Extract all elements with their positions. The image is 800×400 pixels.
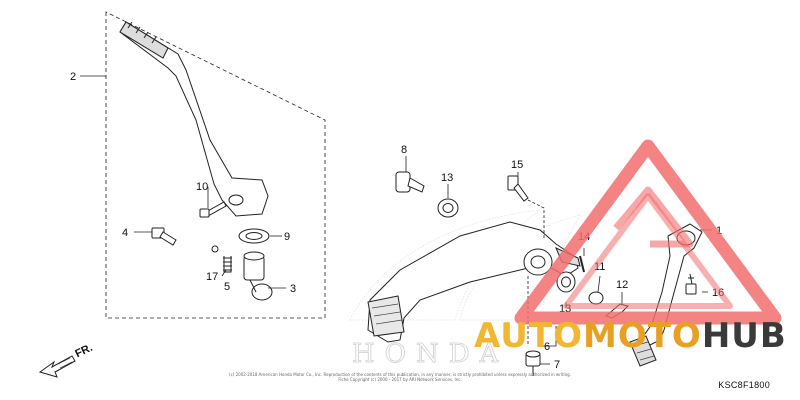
callout-12: 12 <box>616 279 628 291</box>
callout-7: 7 <box>554 359 560 371</box>
callout-11: 11 <box>594 261 605 273</box>
copyright-notice: (c) 2002-2018 American Honda Motor Co., … <box>215 372 585 382</box>
direction-label: FR. <box>73 342 94 360</box>
callout-10: 10 <box>196 181 208 193</box>
automotohub-watermark-text: AUTOMOTOHUB <box>474 316 787 356</box>
arrow-icon <box>38 355 76 378</box>
washer-13-bottom <box>556 271 576 293</box>
callout-3: 3 <box>290 283 296 295</box>
callout-1: 1 <box>716 225 722 237</box>
kick-starter-arm <box>119 21 269 217</box>
callout-4: 4 <box>122 227 128 239</box>
callout-8: 8 <box>401 144 407 156</box>
steel-ball-17 <box>211 245 219 253</box>
callout-13-top: 13 <box>441 172 453 184</box>
wm-auto: AUTO <box>474 316 583 356</box>
callout-5: 5 <box>224 281 230 293</box>
honda-watermark-text: HONDA <box>352 339 508 369</box>
washer-13-top <box>437 198 459 218</box>
bolt-15 <box>507 175 529 202</box>
callout-2: 2 <box>70 71 76 83</box>
svg-text:AUTOMOTOHUB: AUTOMOTOHUB <box>474 316 787 356</box>
callout-17: 17 <box>206 271 218 283</box>
pin-14 <box>579 255 585 273</box>
wm-moto: MOTO <box>583 316 702 356</box>
callout-15: 15 <box>511 159 523 171</box>
pivot-bolt-8 <box>395 171 425 193</box>
bolt-10 <box>199 201 227 218</box>
callout-9: 9 <box>284 231 290 243</box>
washer-11 <box>588 291 604 305</box>
bolt-16 <box>685 273 697 295</box>
kick-starter-group-frame <box>105 11 326 319</box>
bolt-4 <box>151 227 177 246</box>
nut-7 <box>525 350 541 376</box>
wm-hub: HUB <box>702 316 787 356</box>
callout-6: 6 <box>544 341 550 353</box>
diagram-code: KSC8F1800 <box>718 380 770 390</box>
spring-5 <box>223 256 232 273</box>
copyright-line-1: (c) 2002-2018 American Honda Motor Co., … <box>229 372 571 377</box>
automotohub-logo-triangle <box>514 139 782 325</box>
front-direction-arrow: FR. <box>38 342 95 378</box>
copyright-line-2: Fiche Copyright (c) 2000 - 2017 by ARI N… <box>338 377 462 382</box>
oil-seal-9 <box>238 228 270 244</box>
kick-starter-spindle-3 <box>243 251 273 301</box>
